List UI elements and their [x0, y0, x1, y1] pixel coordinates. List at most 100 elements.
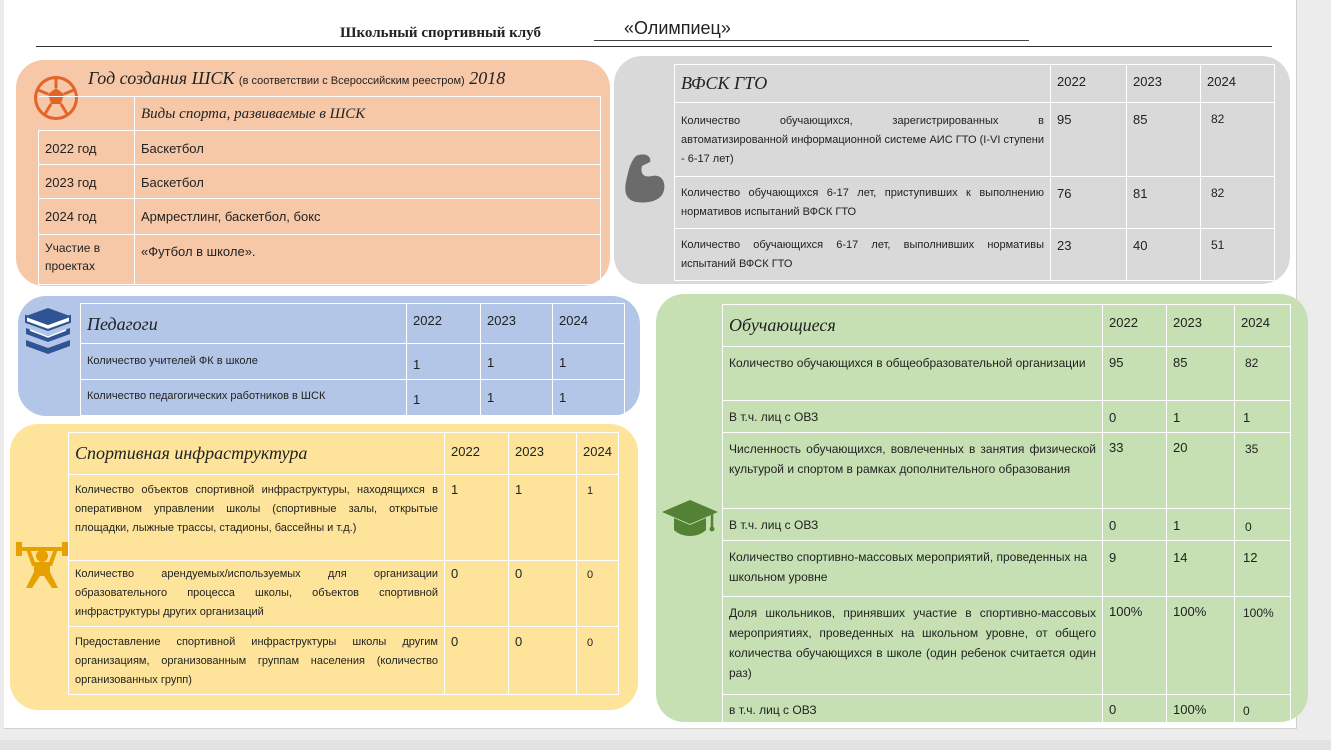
row-label: Численность обучающихся, вовлеченных в з… — [722, 432, 1103, 509]
table-row: Предоставление спортивной инфраструктуры… — [68, 626, 619, 695]
table-row: Участие в проектах «Футбол в школе». — [38, 234, 601, 285]
value-2023: 0 — [508, 626, 577, 695]
value-2024: 35 — [1234, 432, 1291, 509]
table-row: Доля школьников, принявших участие в спо… — [722, 596, 1291, 695]
weightlifter-icon — [16, 542, 68, 588]
row-value: Баскетбол — [134, 130, 601, 165]
value-2024: 51 — [1200, 228, 1275, 281]
table-row: Педагоги 2022 2023 2024 — [80, 303, 625, 344]
row-value: Баскетбол — [134, 164, 601, 199]
value-2022: 95 — [1102, 346, 1167, 401]
gto-table: ВФСК ГТО 2022 2023 2024 Количество обуча… — [674, 64, 1275, 281]
muscle-arm-icon — [625, 154, 665, 203]
value-2024: 82 — [1234, 346, 1291, 401]
table-row: Количество педагогических работников в Ш… — [80, 379, 625, 416]
row-label: Доля школьников, принявших участие в спо… — [722, 596, 1103, 695]
value-2022: 0 — [444, 626, 509, 695]
value-2023: 20 — [1166, 432, 1235, 509]
row-label: 2024 год — [38, 198, 135, 235]
value-2022: 1 — [444, 474, 509, 561]
table-row: Спортивная инфраструктура 2022 2023 2024 — [68, 432, 619, 475]
row-label: Участие в проектах — [38, 234, 135, 285]
value-2022: 1 — [406, 343, 481, 380]
row-value: Армрестлинг, баскетбол, бокс — [134, 198, 601, 235]
year-header: 2024 — [552, 303, 625, 344]
header-prefix: Школьный спортивный клуб — [340, 25, 541, 41]
value-2023: 1 — [508, 474, 577, 561]
value-2022: 9 — [1102, 540, 1167, 597]
value-2023: 1 — [1166, 400, 1235, 433]
year-header: 2024 — [1234, 304, 1291, 347]
club-founding-label: Год создания ШСК — [88, 68, 235, 88]
value-2023: 81 — [1126, 176, 1201, 229]
value-2023: 85 — [1166, 346, 1235, 401]
students-title: Обучающиеся — [722, 304, 1103, 347]
table-row: Количество арендуемых/используемых для о… — [68, 560, 619, 627]
value-2023: 85 — [1126, 102, 1201, 177]
table-row: Численность обучающихся, вовлеченных в з… — [722, 432, 1291, 509]
row-label: 2022 год — [38, 130, 135, 165]
club-founding-year: 2018 — [469, 68, 506, 88]
header-underline — [594, 40, 1029, 41]
row-label: 2023 год — [38, 164, 135, 199]
table-row: 2022 год Баскетбол — [38, 130, 601, 165]
value-2022: 0 — [1102, 400, 1167, 433]
row-label: Количество обучающихся, зарегистрированн… — [674, 102, 1051, 177]
teachers-table: Педагоги 2022 2023 2024 Количество учите… — [80, 303, 625, 416]
value-2022: 100% — [1102, 596, 1167, 695]
row-label: В т.ч. лиц с ОВЗ — [722, 508, 1103, 541]
year-header: 2023 — [1166, 304, 1235, 347]
table-row: 2023 год Баскетбол — [38, 164, 601, 199]
row-label: Количество учителей ФК в школе — [80, 343, 407, 380]
teachers-title: Педагоги — [80, 303, 407, 344]
table-row: Количество обучающихся, зарегистрированн… — [674, 102, 1275, 177]
value-2023: 1 — [480, 379, 553, 416]
row-label: Количество обучающихся 6-17 лет, выполни… — [674, 228, 1051, 281]
value-2024: 12 — [1234, 540, 1291, 597]
table-row: Количество обучающихся в общеобразовател… — [722, 346, 1291, 401]
value-2022: 1 — [406, 379, 481, 416]
year-header: 2023 — [480, 303, 553, 344]
club-sports-table: Виды спорта, развиваемые в ШСК 2022 год … — [38, 96, 601, 285]
value-2024: 1 — [552, 343, 625, 380]
books-icon — [25, 308, 71, 354]
row-label: Количество обучающихся в общеобразовател… — [722, 346, 1103, 401]
row-label: Количество объектов спортивной инфрастру… — [68, 474, 445, 561]
row-value: «Футбол в школе». — [134, 234, 601, 285]
row-label: В т.ч. лиц с ОВЗ — [722, 400, 1103, 433]
table-row: 2024 год Армрестлинг, баскетбол, бокс — [38, 198, 601, 235]
year-header: 2022 — [444, 432, 509, 475]
value-2024: 0 — [1234, 508, 1291, 541]
club-name: «Олимпиец» — [624, 18, 731, 38]
row-label: Количество арендуемых/используемых для о… — [68, 560, 445, 627]
value-2024: 0 — [1234, 694, 1291, 725]
table-row: В т.ч. лиц с ОВЗ 0 1 0 — [722, 508, 1291, 541]
row-label: в т.ч. лиц с ОВЗ — [722, 694, 1103, 725]
value-2023: 14 — [1166, 540, 1235, 597]
value-2023: 40 — [1126, 228, 1201, 281]
row-label: Предоставление спортивной инфраструктуры… — [68, 626, 445, 695]
value-2022: 0 — [444, 560, 509, 627]
value-2023: 0 — [508, 560, 577, 627]
value-2023: 1 — [1166, 508, 1235, 541]
value-2022: 0 — [1102, 694, 1167, 725]
students-table: Обучающиеся 2022 2023 2024 Количество об… — [722, 304, 1291, 725]
infrastructure-table: Спортивная инфраструктура 2022 2023 2024… — [68, 432, 619, 695]
page-header: Школьный спортивный клуб «Олимпиец» — [36, 18, 1272, 47]
value-2023: 100% — [1166, 596, 1235, 695]
year-header: 2023 — [1126, 64, 1201, 103]
table-row: Количество учителей ФК в школе 1 1 1 — [80, 343, 625, 380]
value-2022: 33 — [1102, 432, 1167, 509]
value-2022: 95 — [1050, 102, 1127, 177]
year-header: 2022 — [1050, 64, 1127, 103]
row-label: Количество педагогических работников в Ш… — [80, 379, 407, 416]
table-row: ВФСК ГТО 2022 2023 2024 — [674, 64, 1275, 103]
table-row: В т.ч. лиц с ОВЗ 0 1 1 — [722, 400, 1291, 433]
year-header: 2024 — [1200, 64, 1275, 103]
value-2022: 0 — [1102, 508, 1167, 541]
table-row: в т.ч. лиц с ОВЗ 0 100% 0 — [722, 694, 1291, 725]
table-row: Количество спортивно-массовых мероприяти… — [722, 540, 1291, 597]
row-label: Количество спортивно-массовых мероприяти… — [722, 540, 1103, 597]
value-2024: 1 — [576, 474, 619, 561]
club-founding-title: Год создания ШСК (в соответствии с Всеро… — [88, 68, 505, 89]
